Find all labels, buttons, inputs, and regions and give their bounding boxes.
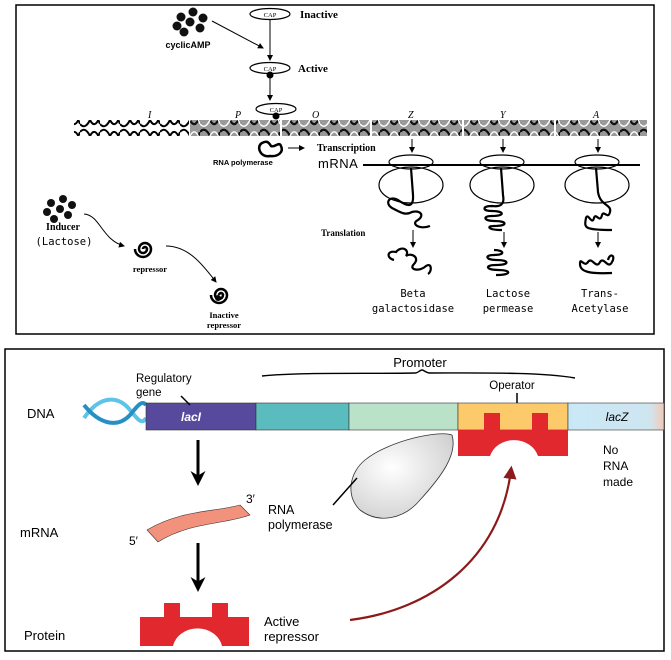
polypeptide-y	[483, 167, 506, 232]
rna-polymerase-label: RNA polymerase	[213, 158, 273, 167]
operator-segment	[457, 402, 569, 431]
dna-promoter-region	[190, 120, 280, 136]
inducer-arrow	[83, 213, 125, 248]
operator-label: Operator	[489, 380, 535, 392]
cap-bound-icon: CAP	[255, 102, 297, 120]
no-rna-label-line1: No	[603, 443, 619, 457]
regulatory-gene-pointer	[180, 395, 191, 406]
mrna-row-label: mRNA	[20, 525, 59, 540]
mrna-3prime-label: 3′	[246, 492, 256, 506]
ribosome-z	[378, 139, 444, 275]
regulatory-gene-label-line1: Regulatory	[136, 373, 192, 385]
mrna-5prime-label: 5′	[129, 534, 139, 548]
product-1-line1: Beta	[400, 288, 425, 300]
top-panel: cyclicAMP CAP Inactive CAP Active CAP I …	[15, 4, 655, 335]
product-3-line1: Trans-	[581, 288, 619, 300]
rna-polymerase-shape	[350, 433, 454, 519]
rna-polymerase-label-line1: RNA	[268, 503, 295, 517]
polypeptide-z	[387, 167, 431, 229]
active-repressor-label-line1: Active	[264, 614, 299, 629]
gene-letter-i: I	[147, 110, 152, 121]
promoter-brace	[261, 369, 576, 379]
top-panel-border	[15, 4, 655, 335]
cap-active-label: Active	[298, 63, 328, 75]
polypeptide-a	[584, 167, 613, 232]
promoter-label: Promoter	[393, 355, 447, 370]
no-rna-label-line2: RNA	[603, 459, 628, 473]
cap-active-icon: CAP	[249, 61, 291, 79]
inactive-repressor-label-line1: Inactive	[209, 310, 239, 320]
ribosome-y	[469, 139, 535, 277]
cap-inactive-icon: CAP	[249, 7, 291, 21]
laci-label: lacI	[181, 410, 202, 424]
lacz-label: lacZ	[606, 410, 629, 424]
inducer-label: Inducer	[46, 222, 80, 233]
rna-polymerase-pointer	[332, 477, 358, 506]
active-repressor-label-line2: repressor	[264, 629, 320, 644]
gene-letter-o: O	[312, 110, 319, 121]
cyclic-amp-label: cyclicAMP	[165, 40, 210, 50]
regulatory-gene-label-line2: gene	[136, 387, 162, 399]
bottom-panel: DNA mRNA Protein lacI lacZ Regulatory ge…	[4, 348, 665, 652]
dna-row-label: DNA	[27, 406, 55, 421]
repressor-binding-arrow	[349, 465, 517, 622]
dna-operator-region	[282, 120, 370, 136]
laci-gene-segment	[145, 402, 257, 431]
dna-helix-icon	[82, 397, 148, 425]
cap-inactive-label: Inactive	[300, 9, 338, 21]
product-3-line2: Acetylase	[572, 303, 629, 315]
translation-label: Translation	[321, 228, 365, 238]
product-labels: Beta galactosidase Lactose permease Tran…	[372, 288, 629, 315]
cyclic-amp-arrow	[211, 20, 264, 49]
gene-letter-y: Y	[500, 110, 507, 121]
gene-letters: I P O Z Y A	[147, 110, 600, 121]
inactive-repressor-icon	[209, 287, 229, 305]
spacer-segment	[255, 402, 350, 431]
dna-gene-a	[556, 120, 647, 136]
dna-gene-y	[464, 120, 554, 136]
repressor-label: repressor	[133, 264, 167, 274]
product-2-line1: Lactose	[486, 288, 530, 300]
bottom-panel-border	[4, 348, 665, 652]
trans-acetylase-icon	[578, 254, 615, 275]
cap-label: CAP	[270, 107, 283, 114]
inactive-repressor-label-line2: repressor	[207, 320, 241, 330]
repressor-icon	[133, 241, 153, 259]
active-repressor-icon	[140, 603, 249, 646]
lactose-label: (Lactose)	[36, 236, 93, 248]
cyclic-amp-icon	[172, 7, 208, 37]
inducer-icon	[43, 195, 76, 223]
transcription-label: Transcription	[317, 143, 376, 154]
product-2-line2: permease	[483, 303, 534, 315]
beta-galactosidase-icon	[387, 247, 432, 275]
no-rna-label-line3: made	[603, 475, 633, 489]
mrna-strand-shape	[146, 504, 251, 543]
dna-gene-z	[372, 120, 462, 136]
gene-letter-p: P	[234, 110, 241, 121]
cap-label: CAP	[264, 66, 277, 73]
protein-row-label: Protein	[24, 628, 65, 643]
cap-label: CAP	[264, 12, 277, 19]
rna-polymerase-label-line2: polymerase	[268, 518, 333, 532]
ribosome-a	[564, 139, 630, 275]
lacz-gene-segment	[567, 402, 665, 431]
product-1-line2: galactosidase	[372, 303, 454, 315]
dna-regulatory-region	[74, 120, 189, 136]
lactose-permease-icon	[486, 248, 510, 277]
gene-letter-z: Z	[408, 110, 414, 121]
gene-letter-a: A	[592, 110, 600, 121]
rna-polymerase-icon	[258, 140, 283, 158]
bound-repressor-icon	[458, 413, 568, 456]
mrna-label: mRNA	[318, 156, 358, 171]
repressor-inactivation-arrow	[165, 245, 217, 283]
promoter-segment	[348, 402, 459, 431]
